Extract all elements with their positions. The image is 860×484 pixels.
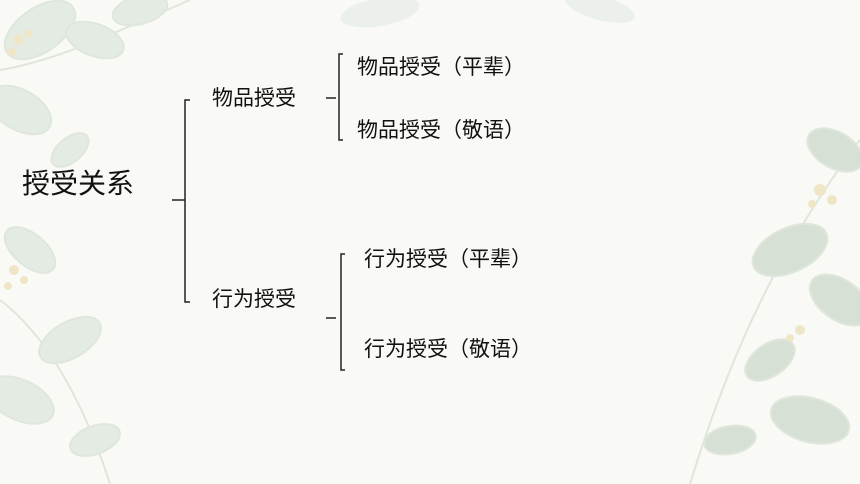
branch-node-item-giving: 物品授受 xyxy=(212,86,296,110)
left-bottom-flower xyxy=(4,265,28,290)
branch-1-bracket xyxy=(338,53,343,141)
root-bracket xyxy=(184,99,190,303)
right-flower xyxy=(786,184,837,342)
branch-2-bracket xyxy=(340,253,345,371)
leaf-node-item-peer: 物品授受（平辈） xyxy=(357,55,525,79)
top-left-flower xyxy=(8,30,32,56)
right-branch xyxy=(689,127,860,484)
left-bottom-branch xyxy=(0,226,121,484)
branch-node-action-giving: 行为授受 xyxy=(212,287,296,311)
top-left-branch xyxy=(0,0,191,168)
root-node: 授受关系 xyxy=(22,167,135,200)
leaf-node-item-honorific: 物品授受（敬语） xyxy=(357,118,525,142)
top-center-leaves xyxy=(340,0,635,28)
leaf-node-action-honorific: 行为授受（敬语） xyxy=(364,337,532,361)
leaf-node-action-peer: 行为授受（平辈） xyxy=(364,247,532,271)
